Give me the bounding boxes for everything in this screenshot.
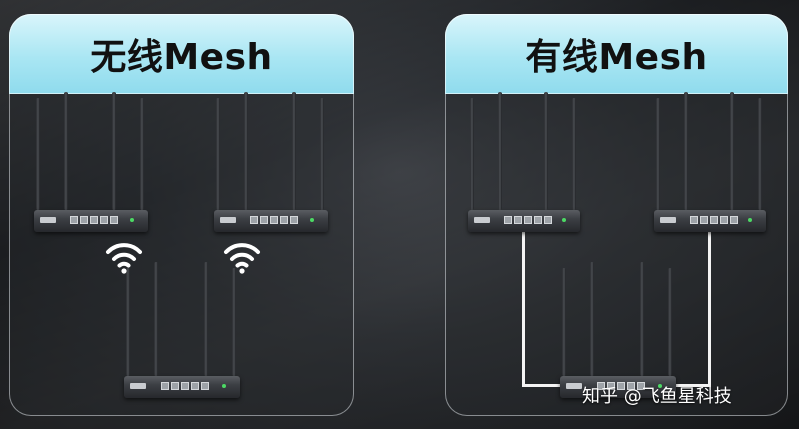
router-icon [560, 262, 676, 398]
wired-mesh-header: 有线Mesh [445, 14, 788, 94]
wireless-mesh-header: 无线Mesh [9, 14, 354, 94]
router-icon [34, 92, 148, 232]
router-icon [214, 92, 328, 232]
router-icon [468, 92, 580, 232]
ethernet-cable [522, 226, 525, 386]
wireless-mesh-title: 无线Mesh [90, 37, 273, 78]
ethernet-cable [522, 384, 582, 387]
wifi-icon [106, 243, 142, 274]
router-icon [124, 262, 240, 398]
watermark-text: 知乎 @飞鱼星科技 [582, 386, 732, 407]
ethernet-cable [652, 384, 711, 387]
wired-mesh-title: 有线Mesh [525, 37, 708, 78]
ethernet-cable [708, 226, 711, 386]
router-icon [654, 92, 766, 232]
wifi-icon [224, 243, 260, 274]
